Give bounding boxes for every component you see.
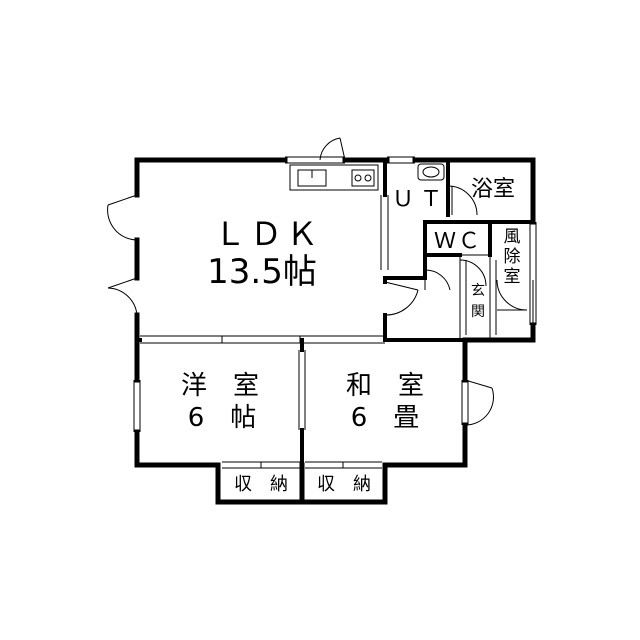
japanese-room-size: 6 畳 bbox=[351, 403, 420, 433]
ut-label: ＵＴ bbox=[392, 187, 448, 212]
entrance-label-2: 関 bbox=[471, 304, 485, 320]
ldk-name: ＬＤＫ bbox=[214, 215, 322, 253]
windbreak-label-1: 風 bbox=[504, 227, 521, 247]
sliding-doors bbox=[133, 156, 537, 469]
western-room-name: 洋 室 bbox=[181, 371, 259, 401]
washbasin-icon bbox=[417, 163, 445, 181]
windbreak-label-3: 室 bbox=[504, 267, 521, 287]
toilet-stall bbox=[424, 221, 491, 256]
kitchen-counter bbox=[289, 164, 379, 191]
storage-left-label: 収 納 bbox=[234, 474, 288, 495]
outer-walls bbox=[134, 157, 536, 505]
wc-label: ＷＣ bbox=[434, 229, 482, 254]
stove-icon bbox=[351, 169, 375, 187]
storage-right-label: 収 納 bbox=[317, 474, 371, 495]
ldk-size: 13.5帖 bbox=[207, 252, 317, 292]
entrance-label-1: 玄 bbox=[471, 282, 485, 299]
western-room-size: 6 帖 bbox=[188, 403, 257, 433]
japanese-room-name: 和 室 bbox=[346, 371, 424, 401]
door-swings bbox=[107, 137, 528, 426]
bath-label: 浴室 bbox=[471, 177, 515, 202]
windbreak-label-2: 除 bbox=[504, 247, 521, 267]
